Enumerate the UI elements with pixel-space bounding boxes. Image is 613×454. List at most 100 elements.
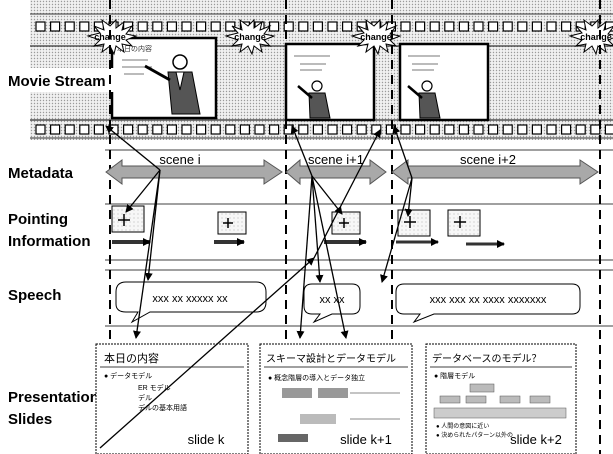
film-perforation xyxy=(299,22,308,31)
film-perforation xyxy=(430,22,439,31)
film-perforation xyxy=(459,125,468,134)
slide-2-bullet-1: ● 概念階層の導入とデータ独立 xyxy=(268,373,365,382)
slide-label-1: slide k xyxy=(188,432,225,447)
film-perforation xyxy=(270,22,279,31)
film-perforation xyxy=(372,125,381,134)
row-label-slides-line2: Slides xyxy=(8,411,52,428)
film-perforation xyxy=(503,125,512,134)
film-perforation xyxy=(343,125,352,134)
slide-3-bullet-2: ● 人間の意図に近い xyxy=(436,422,489,430)
film-perforation xyxy=(562,125,571,134)
film-perforation xyxy=(138,125,147,134)
speech-bubble-3: xxx xxx xx xxxx xxxxxxx xyxy=(396,284,580,322)
row-label-movie-stream: Movie Stream xyxy=(8,73,106,90)
slide-1-title: 本日の内容 xyxy=(104,351,159,365)
film-perforation xyxy=(518,125,527,134)
slide-label-3: slide k+2 xyxy=(510,432,562,447)
film-perforation xyxy=(167,125,176,134)
film-perforation xyxy=(240,125,249,134)
movie-frame-2 xyxy=(286,44,374,120)
film-perforation xyxy=(328,22,337,31)
slide-1-bullet-1: ● データモデル xyxy=(104,371,152,380)
film-perforation xyxy=(416,22,425,31)
scene-label-2: scene i+1 xyxy=(308,152,364,167)
film-perforation xyxy=(197,125,206,134)
change-label-2: change xyxy=(234,32,266,42)
film-perforation xyxy=(65,22,74,31)
film-perforation xyxy=(445,125,454,134)
film-perforation xyxy=(226,125,235,134)
film-perforation xyxy=(343,22,352,31)
film-perforation xyxy=(167,22,176,31)
row-label-slides-line1: Presentation xyxy=(8,389,99,406)
film-perforation xyxy=(197,22,206,31)
pointing-item-2 xyxy=(214,212,246,242)
film-perforation xyxy=(255,125,264,134)
slide-3: データベースのモデル？ ● 階層モデル ● 人間の意図に近い ● 決められたパタ… xyxy=(426,344,576,454)
slide-1: 本日の内容 ● データモデル ER モデル デル デルの基本用語 slide k xyxy=(96,344,248,454)
speech-text-1: xxx xx xxxxx xx xyxy=(152,293,228,305)
slide-2: スキーマ設計とデータモデル ● 概念階層の導入とデータ独立 slide k+1 xyxy=(260,344,412,454)
film-perforation xyxy=(124,125,133,134)
film-perforation xyxy=(299,125,308,134)
scene-label-3: scene i+2 xyxy=(460,152,516,167)
row-label-pointing-line2: Information xyxy=(8,233,91,250)
speech-bubble-2: xx xx xyxy=(304,284,360,322)
film-perforation xyxy=(489,125,498,134)
movie-frame-3 xyxy=(400,44,488,120)
row-label-pointing-line1: Pointing xyxy=(8,211,68,228)
film-perforation xyxy=(591,125,600,134)
film-perforation xyxy=(532,125,541,134)
slide-label-2: slide k+1 xyxy=(340,432,392,447)
film-perforation xyxy=(532,22,541,31)
row-label-metadata: Metadata xyxy=(8,165,74,182)
pointing-item-5 xyxy=(448,210,504,244)
film-perforation xyxy=(547,22,556,31)
film-perforation xyxy=(547,125,556,134)
speech-text-3: xxx xxx xx xxxx xxxxxxx xyxy=(430,294,547,306)
film-perforation xyxy=(357,125,366,134)
slide-3-title: データベースのモデル？ xyxy=(432,352,542,365)
film-perforation xyxy=(503,22,512,31)
film-perforation xyxy=(445,22,454,31)
film-perforation xyxy=(80,125,89,134)
film-perforation xyxy=(576,125,585,134)
film-perforation xyxy=(153,125,162,134)
film-perforation xyxy=(94,125,103,134)
slide-3-bullet-3: ● 決められたパターン以外の xyxy=(436,431,513,439)
film-perforation xyxy=(474,125,483,134)
film-perforation xyxy=(518,22,527,31)
pointing-item-1 xyxy=(112,206,150,242)
film-perforation xyxy=(51,22,60,31)
film-perforation xyxy=(270,125,279,134)
pointing-item-4 xyxy=(396,210,438,242)
film-perforation xyxy=(474,22,483,31)
slide-2-title: スキーマ設計とデータモデル xyxy=(266,352,396,365)
film-perforation xyxy=(36,125,45,134)
scene-label-1: scene i xyxy=(159,152,200,167)
film-perforation xyxy=(416,125,425,134)
slide-1-bullet-2: ER モデル xyxy=(138,383,171,392)
film-perforation xyxy=(211,22,220,31)
film-perforation xyxy=(459,22,468,31)
film-perforation xyxy=(80,22,89,31)
slide-3-bullet-1: ● 階層モデル xyxy=(434,371,475,380)
change-label-4: change xyxy=(580,32,612,42)
film-perforation xyxy=(211,125,220,134)
row-label-speech: Speech xyxy=(8,287,61,304)
film-perforation xyxy=(153,22,162,31)
film-perforation xyxy=(51,125,60,134)
film-perforation xyxy=(36,22,45,31)
film-perforation xyxy=(562,22,571,31)
film-perforation xyxy=(138,22,147,31)
film-perforation xyxy=(328,125,337,134)
film-perforation xyxy=(313,125,322,134)
movie-frame-1: 本日の内容 xyxy=(112,38,216,118)
slide-1-bullet-3: デル xyxy=(138,393,152,402)
film-perforation xyxy=(401,22,410,31)
film-perforation xyxy=(65,125,74,134)
film-perforation xyxy=(430,125,439,134)
film-perforation xyxy=(182,22,191,31)
speech-text-2: xx xx xyxy=(319,294,345,306)
